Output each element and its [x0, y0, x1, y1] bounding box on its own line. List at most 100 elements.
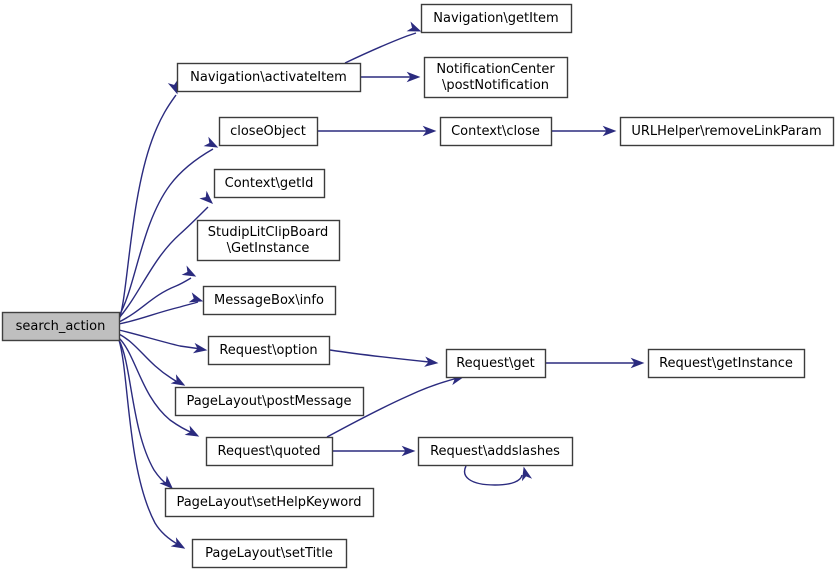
node-label: Request\addslashes: [430, 444, 560, 459]
node-label: Request\getInstance: [659, 356, 793, 371]
node-label: Request\quoted: [218, 444, 321, 459]
edge-line: [118, 148, 214, 317]
node-search_action[interactable]: search_action: [1, 311, 121, 342]
node-rect[interactable]: [423, 56, 569, 99]
edge-line: [118, 329, 202, 350]
node-label: search_action: [16, 319, 106, 334]
edge-request_option-to-request_get: [329, 349, 439, 367]
edge-navigation_activateitem-to-notificationcenter_postnotification: [361, 71, 421, 83]
edges-layer: [118, 21, 645, 549]
arrowhead: [424, 356, 439, 367]
edge-search_action-to-pagelayout_postmessage: [118, 333, 186, 386]
node-label: Context\getId: [225, 176, 314, 191]
edge-search_action-to-navigation_activateitem: [118, 79, 178, 321]
edge-line: [118, 301, 199, 325]
nodes-layer: search_action Navigation\activateItem Navi…: [1, 3, 835, 569]
node-rect[interactable]: [174, 386, 365, 417]
node-label: StudipLitClipBoard\GetInstance: [208, 225, 328, 256]
edge-line: [326, 377, 459, 438]
node-pagelayout_postmessage[interactable]: PageLayout\postMessage: [174, 386, 365, 417]
node-label: Navigation\getItem: [433, 11, 558, 26]
edge-request_get-to-request_getinstance: [546, 357, 645, 369]
edge-line: [118, 339, 180, 546]
node-label: Request\option: [219, 343, 317, 358]
arrowhead: [188, 292, 204, 303]
node-rect[interactable]: [164, 487, 375, 518]
node-request_get[interactable]: Request\get: [445, 348, 547, 379]
edge-line: [464, 465, 523, 486]
edge-context_close-to-urlhelper_removelinkparam: [552, 125, 617, 137]
node-pagelayout_settitle[interactable]: PageLayout\setTitle: [191, 538, 348, 569]
node-rect[interactable]: [176, 62, 362, 93]
edge-line: [118, 94, 177, 321]
edge-search_action-to-closeobject: [118, 136, 219, 317]
node-label: NotificationCenter\postNotification: [436, 62, 555, 93]
node-closeobject[interactable]: closeObject: [218, 116, 319, 147]
node-label: Context\close: [451, 124, 540, 139]
arrowhead: [181, 265, 197, 277]
node-rect[interactable]: [207, 335, 331, 366]
node-rect[interactable]: [218, 116, 319, 147]
node-label: Navigation\activateItem: [190, 70, 347, 85]
node-label: PageLayout\setHelpKeyword: [176, 495, 361, 510]
node-notificationcenter_postnotification[interactable]: NotificationCenter\postNotification: [423, 56, 569, 99]
arrowhead: [406, 21, 422, 32]
edge-line: [329, 349, 430, 363]
node-label: PageLayout\setTitle: [205, 546, 333, 561]
node-rect[interactable]: [191, 538, 348, 569]
edge-search_action-to-request_quoted: [118, 337, 200, 437]
edge-line: [118, 206, 209, 319]
node-rect[interactable]: [420, 3, 573, 34]
node-rect[interactable]: [196, 219, 341, 262]
edge-line: [118, 277, 192, 323]
edge-line: [118, 337, 194, 434]
node-rect[interactable]: [439, 116, 553, 147]
node-rect[interactable]: [619, 116, 835, 147]
edge-request_addslashes-to-request_addslashes: [464, 465, 533, 486]
node-rect[interactable]: [445, 348, 547, 379]
node-context_close[interactable]: Context\close: [439, 116, 553, 147]
arrowhead: [184, 425, 200, 437]
node-context_getid[interactable]: Context\getId: [213, 168, 326, 199]
arrowhead: [199, 190, 214, 204]
edge-navigation_activateitem-to-navigation_getitem: [344, 21, 422, 64]
node-label: MessageBox\info: [214, 293, 324, 308]
arrowhead: [203, 136, 219, 148]
arrowhead: [521, 466, 533, 482]
node-rect[interactable]: [202, 285, 337, 316]
node-rect[interactable]: [417, 436, 574, 467]
edge-search_action-to-context_getid: [118, 190, 214, 319]
edge-request_quoted-to-request_addslashes: [333, 445, 416, 457]
arrowhead: [401, 445, 416, 457]
edge-search_action-to-studiplitclipboard_getinstance: [118, 265, 197, 323]
node-urlhelper_removelinkparam[interactable]: URLHelper\removeLinkParam: [619, 116, 835, 147]
edge-search_action-to-messagebox_info: [118, 292, 204, 325]
arrowhead: [170, 374, 186, 386]
edge-search_action-to-pagelayout_sethelpkeyword: [118, 339, 174, 489]
edge-search_action-to-pagelayout_settitle: [118, 339, 186, 549]
node-rect[interactable]: [1, 311, 121, 342]
node-pagelayout_sethelpkeyword[interactable]: PageLayout\setHelpKeyword: [164, 487, 375, 518]
node-navigation_activateitem[interactable]: Navigation\activateItem: [176, 62, 362, 93]
node-rect[interactable]: [205, 436, 334, 467]
node-label: closeObject: [230, 124, 306, 139]
edge-closeobject-to-context_close: [318, 125, 437, 137]
arrowhead: [170, 537, 186, 549]
node-studiplitclipboard_getinstance[interactable]: StudipLitClipBoard\GetInstance: [196, 219, 341, 262]
node-request_option[interactable]: Request\option: [207, 335, 331, 366]
node-navigation_getitem[interactable]: Navigation\getItem: [420, 3, 573, 34]
node-label: Request\get: [456, 356, 535, 371]
arrowhead: [406, 71, 421, 83]
node-rect[interactable]: [647, 348, 806, 379]
node-request_getinstance[interactable]: Request\getInstance: [647, 348, 806, 379]
node-rect[interactable]: [213, 168, 326, 199]
edge-line: [344, 32, 417, 64]
arrowhead: [192, 342, 208, 354]
arrowhead: [159, 475, 174, 489]
node-request_addslashes[interactable]: Request\addslashes: [417, 436, 574, 467]
arrowhead: [630, 357, 645, 369]
node-messagebox_info[interactable]: MessageBox\info: [202, 285, 337, 316]
node-request_quoted[interactable]: Request\quoted: [205, 436, 334, 467]
